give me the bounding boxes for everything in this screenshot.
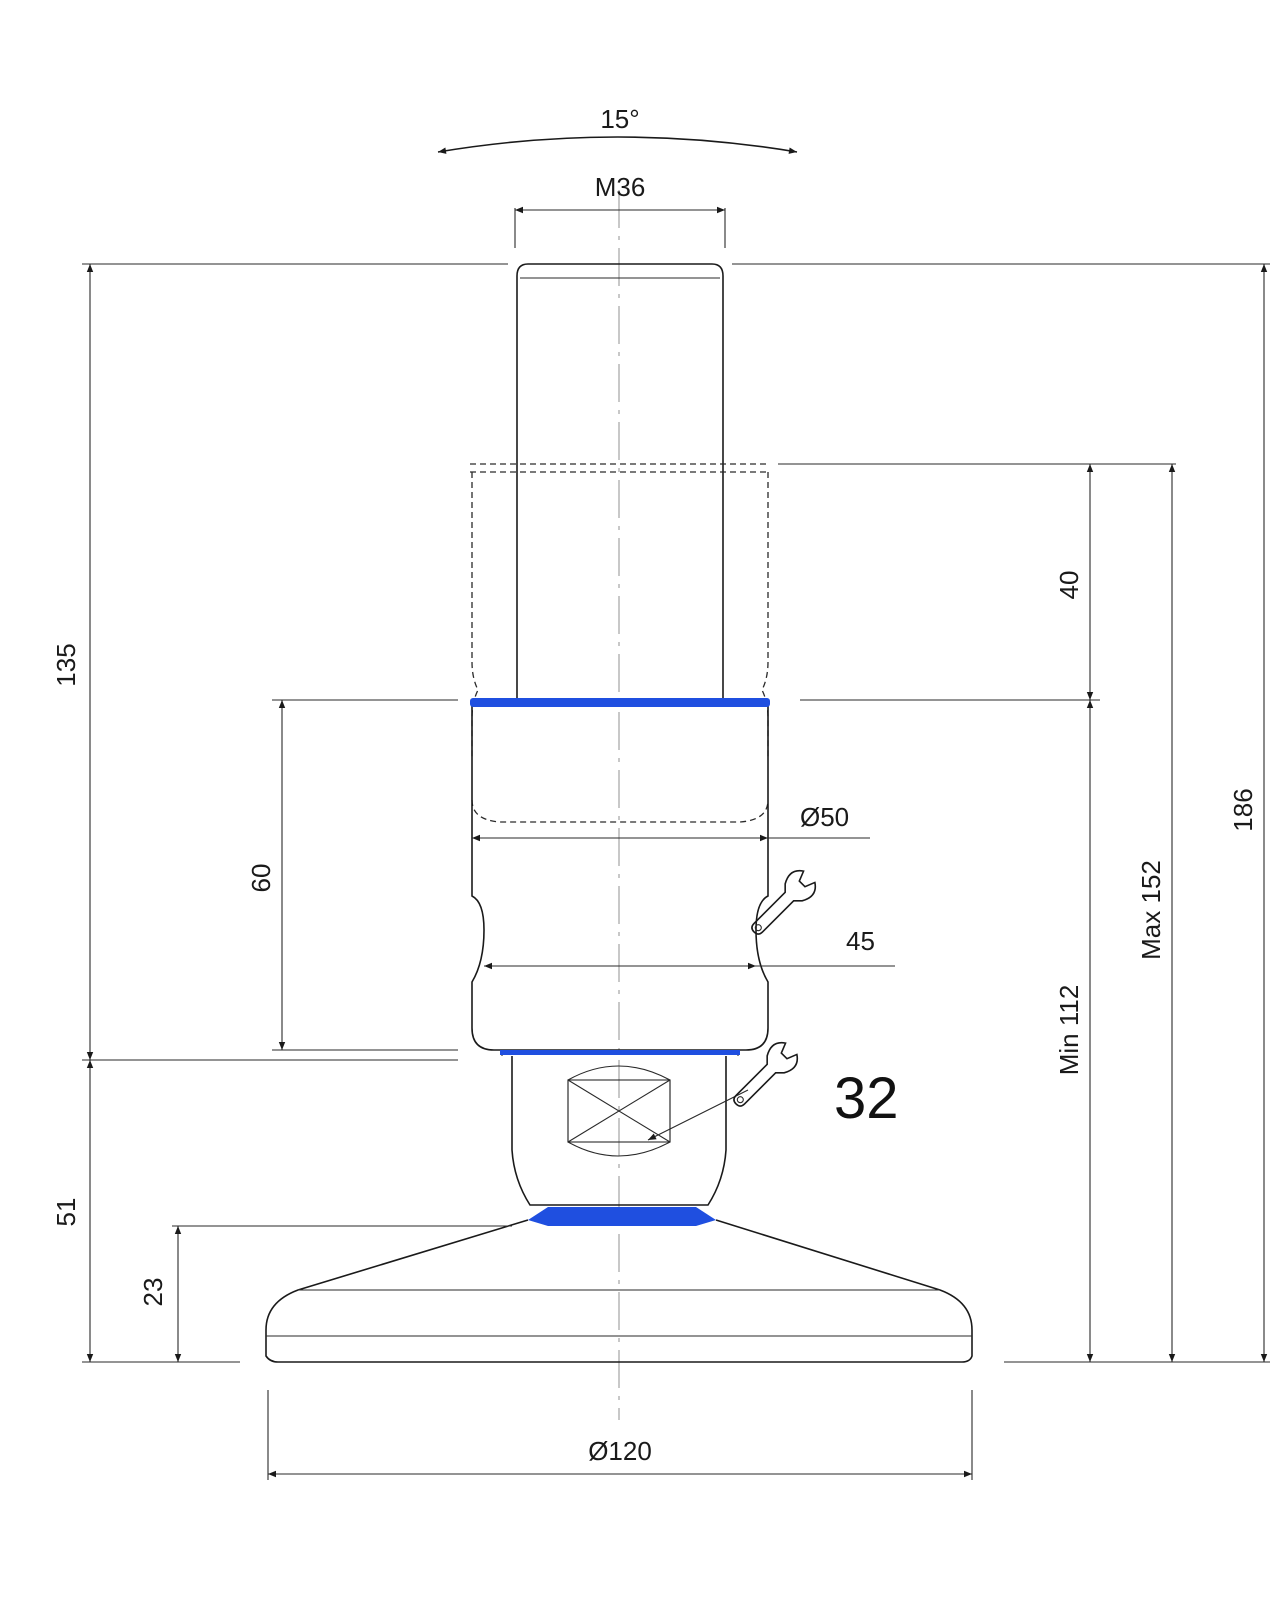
wrench-icon [733, 1041, 799, 1107]
dim-23-label: 23 [138, 1278, 168, 1307]
foot-diameter-label: Ø120 [588, 1436, 652, 1466]
raised-nut-outline [470, 463, 770, 823]
nut-diameter-label: Ø50 [800, 802, 849, 832]
dim-max-label: Max 152 [1136, 860, 1166, 960]
dim-186-label: 186 [1228, 788, 1258, 831]
dim-40-label: 40 [1054, 571, 1084, 600]
tilt-arc [437, 136, 798, 154]
foot-plate [265, 1219, 973, 1363]
threaded-spindle [516, 263, 724, 700]
thread-label: M36 [595, 172, 646, 202]
base-wrench-leader [647, 1089, 749, 1141]
tilt-angle-label: 15° [600, 104, 639, 134]
dim-60-label: 60 [246, 864, 276, 893]
adjusting-nut [471, 706, 769, 1056]
wrench-icon [751, 869, 817, 935]
base-seal-band [528, 1207, 716, 1226]
nut-wrench-size-label: 45 [846, 926, 875, 956]
base-stem [511, 1056, 727, 1206]
dim-min-label: Min 112 [1054, 985, 1084, 1076]
dim-51-label: 51 [51, 1198, 81, 1227]
dim-135-label: 135 [51, 643, 81, 686]
top-seal-band [470, 698, 770, 707]
lower-seal-band [500, 1050, 740, 1055]
base-wrench-size-label: 32 [834, 1066, 899, 1131]
